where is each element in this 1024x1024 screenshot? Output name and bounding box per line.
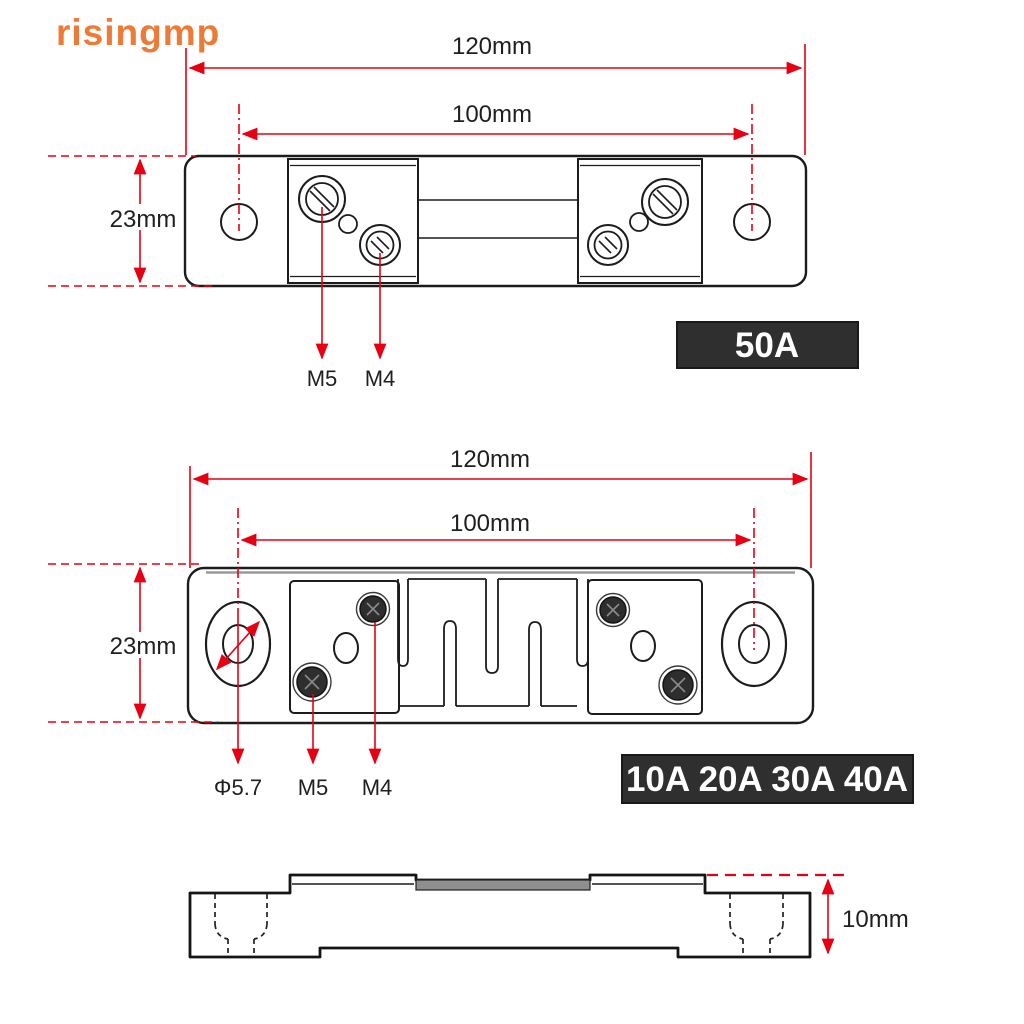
dimension-10mm-side: 10mm <box>707 873 909 955</box>
badge-background <box>676 321 859 369</box>
m4-label: M4 <box>365 366 396 391</box>
screw-callouts-10-40a: M5 M4 <box>298 622 393 800</box>
screw-m4-right <box>587 224 629 266</box>
dimension-label-10mm: 10mm <box>842 906 909 933</box>
shunt-body-plate-2 <box>186 566 815 725</box>
dimension-label-120mm-2: 120mm <box>450 446 530 473</box>
terminal-block-right <box>577 158 703 284</box>
sense-hole-left-2 <box>333 632 359 664</box>
screw-m5-left-2 <box>292 662 332 702</box>
screw-m5-right <box>641 178 689 226</box>
shunt-side-view-diagram: 10mm <box>188 873 909 959</box>
countersink-hole-right <box>729 894 784 956</box>
screw-m5-right-2 <box>658 665 698 705</box>
countersink-hole-left <box>214 894 268 956</box>
shunt-50a-diagram: 120mm 100mm 23mm M5 M4 <box>48 33 859 391</box>
shunt-body-plate <box>183 154 808 288</box>
serpentine-slots <box>397 578 589 707</box>
dimension-100mm-middle: 100mm <box>237 508 755 650</box>
terminal-block-left <box>287 158 419 284</box>
brand-logo: risingmp <box>56 12 221 53</box>
manganin-strip-edge <box>415 879 591 891</box>
shunt-10-40a-diagram: 120mm 100mm 23mm Φ5.7 <box>48 446 914 804</box>
terminal-block-left-edges <box>290 164 416 278</box>
m5-label: M5 <box>307 366 338 391</box>
label-mask <box>108 632 178 658</box>
badge-label-50a: 50A <box>735 326 799 365</box>
rating-badge-50a: 50A <box>676 321 859 369</box>
side-profile-outline <box>188 873 812 959</box>
screw-m4-right-2 <box>595 592 631 628</box>
dimension-label-23mm: 23mm <box>110 206 177 233</box>
screw-m4-left-2 <box>355 591 391 627</box>
dimension-label-23mm-2: 23mm <box>110 633 177 660</box>
rating-badge-10-40a: 10A 20A 30A 40A <box>621 754 914 804</box>
m4-label-2: M4 <box>362 775 393 800</box>
dimension-label-100mm: 100mm <box>452 101 532 128</box>
dimension-120mm-top: 120mm <box>185 33 806 155</box>
sense-hole-left <box>338 214 358 234</box>
dimension-label-100mm-2: 100mm <box>450 510 530 537</box>
screw-callouts-50a: M5 M4 <box>307 207 396 391</box>
badge-label-10-40a: 10A 20A 30A 40A <box>626 760 908 799</box>
dimension-label-120mm: 120mm <box>452 33 532 60</box>
dimension-23mm-left: 23mm <box>48 155 216 287</box>
badge-background-2 <box>621 754 914 804</box>
hole-diameter-label: Φ5.7 <box>214 775 262 800</box>
label-mask <box>108 204 178 230</box>
hole-diameter-callout: Φ5.7 <box>214 612 262 800</box>
dimension-23mm-middle: 23mm <box>48 563 218 723</box>
dimension-120mm-middle: 120mm <box>189 446 812 568</box>
resistance-strip-lines <box>418 199 578 239</box>
sense-hole-right-2 <box>630 630 656 662</box>
terminal-block-right-edges <box>580 164 700 278</box>
m5-label-2: M5 <box>298 775 329 800</box>
dimension-100mm-top: 100mm <box>238 101 753 231</box>
sense-hole-right <box>629 212 649 232</box>
